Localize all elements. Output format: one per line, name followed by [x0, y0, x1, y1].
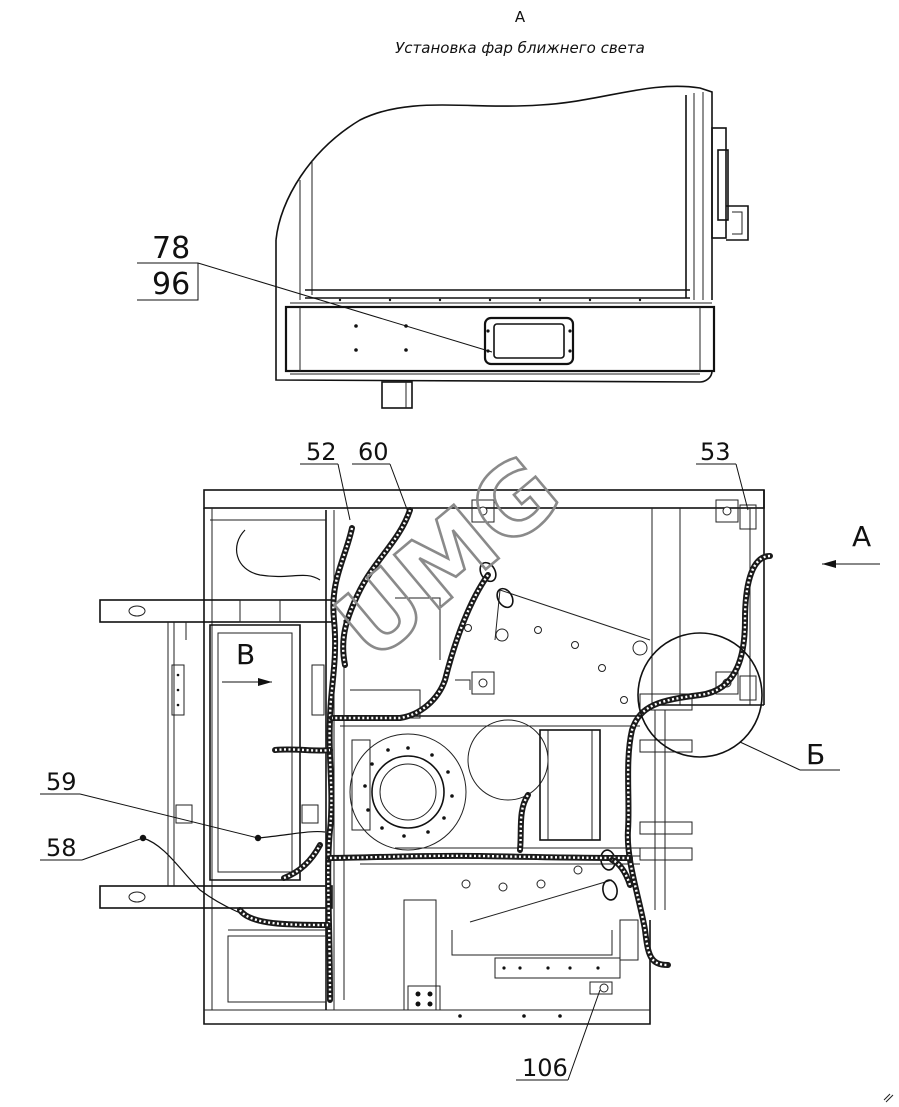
- view-letter: А: [515, 8, 526, 26]
- callout-106-label: 106: [522, 1054, 568, 1082]
- view-caption: Установка фар ближнего света: [395, 39, 645, 57]
- watermark: UMG: [314, 432, 582, 683]
- callout-52: 52: [300, 438, 351, 521]
- wires: [142, 529, 326, 926]
- callout-106: 106: [516, 989, 601, 1082]
- callout-v: В: [236, 638, 255, 671]
- top-view-a: [275, 85, 749, 409]
- callout-78: 78: [152, 231, 190, 266]
- callout-59: 59: [40, 768, 262, 842]
- detail-circle-b: Б: [637, 632, 840, 771]
- callout-60: 60: [352, 438, 409, 513]
- callout-a: А: [852, 520, 871, 553]
- callout-59-label: 59: [46, 768, 77, 796]
- callout-be: Б: [806, 738, 825, 771]
- callout-78-96: 78 96: [137, 231, 493, 353]
- callout-58: 58: [40, 834, 147, 862]
- watermark-text: UMG: [315, 434, 580, 682]
- callout-60-label: 60: [358, 438, 389, 466]
- callout-53-label: 53: [700, 438, 731, 466]
- view-arrow-b: В: [222, 638, 272, 686]
- callout-52-label: 52: [306, 438, 337, 466]
- callout-53: 53: [696, 438, 749, 511]
- view-arrow-a: А: [822, 520, 880, 568]
- callout-58-label: 58: [46, 834, 77, 862]
- callout-96: 96: [152, 267, 190, 302]
- harnesses: [237, 507, 773, 1003]
- flange-holes: [363, 746, 454, 838]
